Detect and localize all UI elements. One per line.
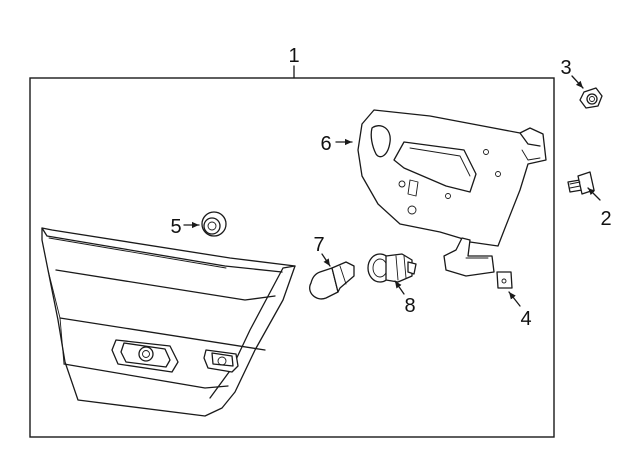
callout-1: 1 — [288, 45, 299, 67]
callout-7-arrow — [321, 253, 331, 267]
tail-lamp-housing — [41, 227, 296, 417]
socket-part-8 — [367, 253, 417, 283]
callout-4: 4 — [520, 308, 531, 330]
callout-8-arrow — [394, 280, 405, 295]
callout-2-arrow — [587, 187, 601, 201]
callout-3-arrow — [571, 75, 584, 89]
bracket-part-6 — [357, 109, 547, 277]
callout-6: 6 — [320, 133, 331, 155]
bulb-part-7 — [309, 261, 355, 300]
callout-3: 3 — [560, 57, 571, 79]
grommet-part-5 — [201, 211, 227, 237]
assembly-frame — [29, 77, 555, 438]
nut-part-3 — [579, 87, 603, 109]
clip-part-4 — [496, 271, 513, 289]
callout-5: 5 — [170, 216, 181, 238]
callout-4-arrow — [508, 291, 521, 307]
callout-2: 2 — [600, 208, 611, 230]
callout-7: 7 — [313, 234, 324, 256]
callout-8: 8 — [404, 295, 415, 317]
